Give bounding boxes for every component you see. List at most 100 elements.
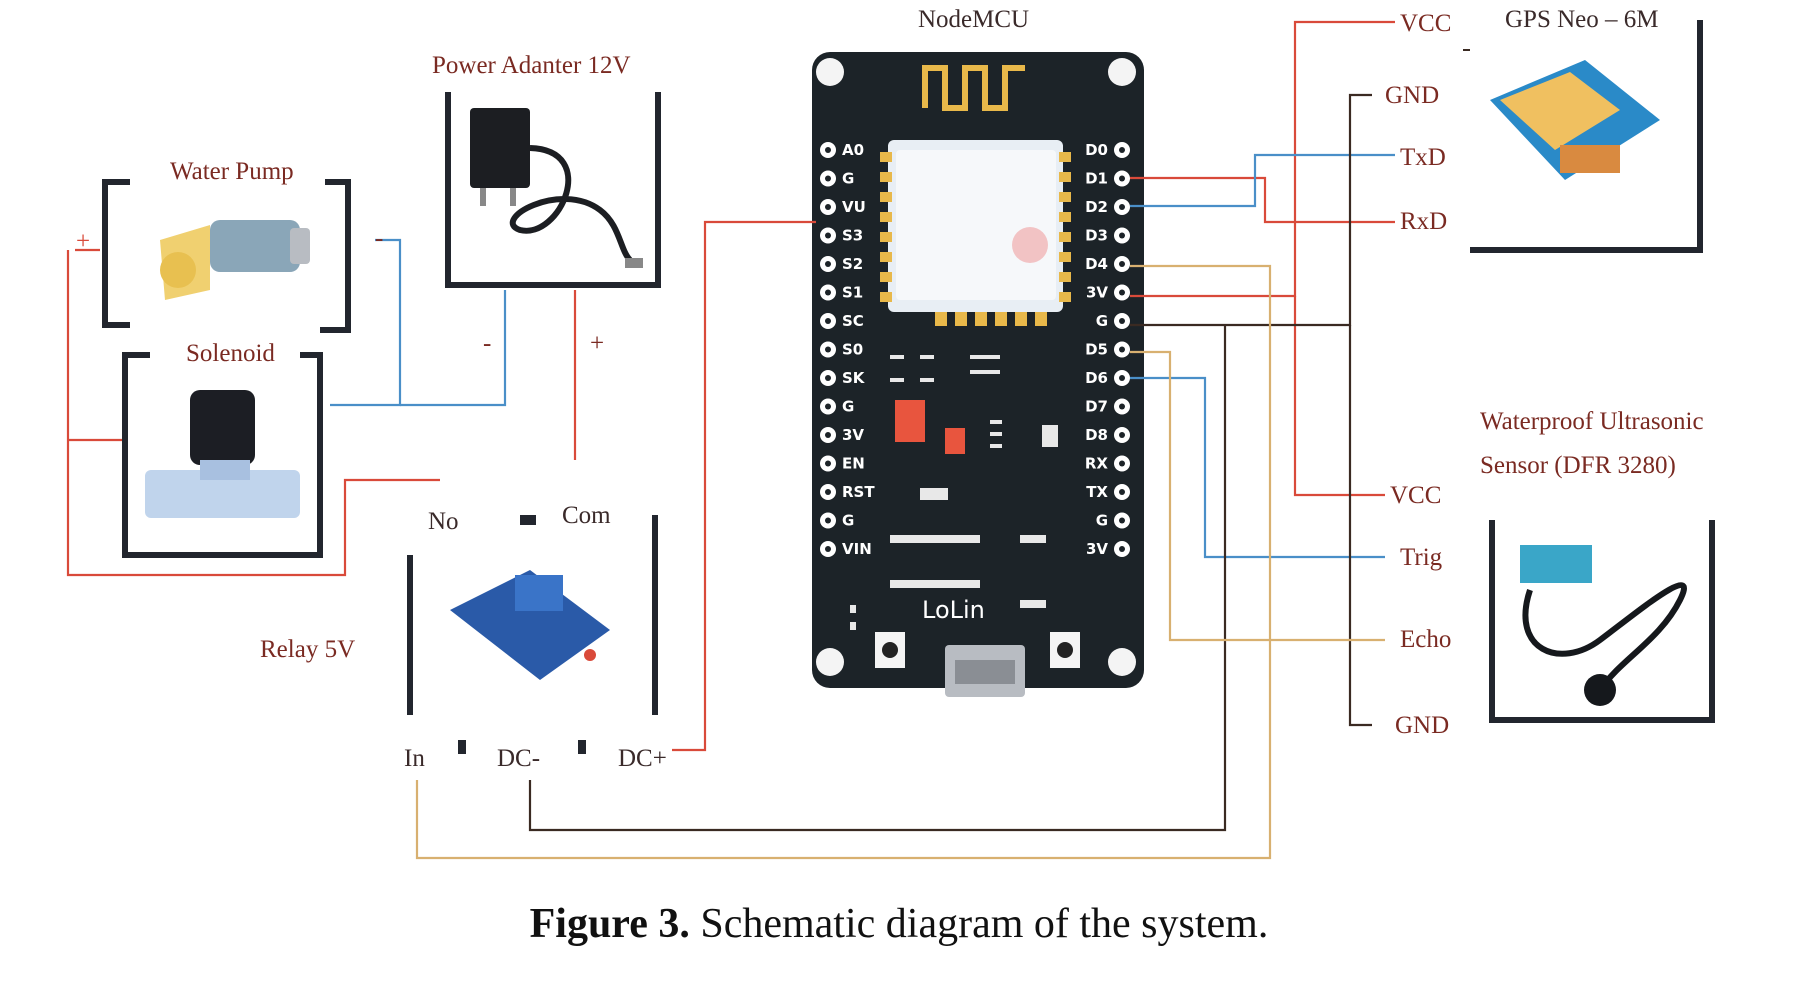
pin-dot-left-0 xyxy=(825,147,831,153)
pin-dot-right-12 xyxy=(1119,489,1125,495)
pin-dot-right-7 xyxy=(1119,346,1125,353)
pin-dot-right-8 xyxy=(1119,375,1125,381)
adapter-minus-label: - xyxy=(483,330,492,357)
pin-label-right-14: 3V xyxy=(1086,540,1108,558)
pin-dot-left-6 xyxy=(825,318,831,324)
pump-plus-label: + xyxy=(76,228,91,255)
nodemcu-title: NodeMCU xyxy=(918,6,1030,33)
pin-dot-right-6 xyxy=(1119,318,1125,324)
ultrasonic-gnd-label: GND xyxy=(1395,712,1450,739)
pin-label-left-12: RST xyxy=(842,483,875,501)
pin-dot-left-4 xyxy=(825,261,831,267)
solenoid-title: Solenoid xyxy=(186,340,275,367)
pin-dot-right-13 xyxy=(1119,517,1125,524)
pin-label-left-14: VIN xyxy=(842,540,872,558)
pump-minus-label: - xyxy=(375,225,384,252)
pin-dot-right-5 xyxy=(1119,289,1125,296)
relay-com-label: Com xyxy=(562,502,611,529)
pin-label-left-13: G xyxy=(842,512,854,530)
pin-label-right-5: 3V xyxy=(1086,284,1108,302)
relay-dc-minus-label: DC- xyxy=(497,745,541,772)
gps-gnd-label: GND xyxy=(1385,82,1440,109)
pin-dot-left-14 xyxy=(825,546,831,552)
pin-label-left-4: S2 xyxy=(842,255,863,273)
pin-label-right-6: G xyxy=(1096,312,1108,330)
pin-label-left-0: A0 xyxy=(842,141,864,159)
pin-label-left-10: 3V xyxy=(842,426,864,444)
pin-label-left-7: S0 xyxy=(842,341,863,359)
pin-dot-left-3 xyxy=(825,232,831,239)
relay-in-label: In xyxy=(404,745,425,772)
pin-label-right-8: D6 xyxy=(1085,369,1108,387)
figure-caption: Figure 3. Schematic diagram of the syste… xyxy=(0,900,1798,948)
board-brand-label: LoLin xyxy=(922,596,985,624)
pin-label-right-13: G xyxy=(1096,512,1108,530)
pin-dot-left-2 xyxy=(825,204,831,210)
ultrasonic-vcc-label: VCC xyxy=(1390,482,1442,509)
pin-dot-left-1 xyxy=(825,175,831,182)
pin-label-left-6: SC xyxy=(842,312,864,330)
pin-dot-left-10 xyxy=(825,432,831,438)
pin-dot-right-10 xyxy=(1119,432,1125,438)
ultrasonic-echo-label: Echo xyxy=(1400,626,1452,653)
pin-label-right-9: D7 xyxy=(1085,398,1108,416)
gps-title: GPS Neo – 6M xyxy=(1505,6,1659,33)
pin-label-left-9: G xyxy=(842,398,854,416)
pin-label-left-5: S1 xyxy=(842,284,863,302)
pin-dot-right-9 xyxy=(1119,403,1125,410)
pin-label-right-4: D4 xyxy=(1085,255,1108,273)
pin-dot-right-14 xyxy=(1119,546,1125,552)
adapter-plus-label: + xyxy=(590,330,605,357)
wires xyxy=(66,20,1395,860)
relay-title: Relay 5V xyxy=(260,636,356,663)
pin-dot-left-12 xyxy=(825,489,831,495)
caption-text: Schematic diagram of the system. xyxy=(689,901,1269,947)
solenoid-image xyxy=(145,390,300,518)
caption-prefix: Figure 3. xyxy=(529,901,690,947)
relay-image xyxy=(450,570,610,680)
pin-label-right-3: D3 xyxy=(1085,227,1108,245)
frames xyxy=(102,20,1715,723)
relay-dc-plus-label: DC+ xyxy=(618,745,667,772)
pin-label-left-2: VU xyxy=(842,198,866,216)
pin-label-right-11: RX xyxy=(1085,455,1109,473)
pin-label-left-11: EN xyxy=(842,455,865,473)
pin-dot-right-3 xyxy=(1119,232,1125,239)
pin-label-right-10: D8 xyxy=(1085,426,1108,444)
pin-dot-left-9 xyxy=(825,403,831,410)
pin-dot-left-11 xyxy=(825,460,831,467)
gps-module-image xyxy=(1490,60,1660,180)
pin-dot-right-0 xyxy=(1119,147,1125,153)
pin-dot-right-2 xyxy=(1119,204,1125,210)
gps-txd-label: TxD xyxy=(1400,144,1446,171)
pin-label-right-1: D1 xyxy=(1085,170,1108,188)
gps-rxd-label: RxD xyxy=(1400,208,1448,235)
water-pump-title: Water Pump xyxy=(170,158,294,185)
pin-dot-left-5 xyxy=(825,289,831,296)
pin-dot-left-7 xyxy=(825,346,831,353)
power-adapter-image xyxy=(470,108,643,268)
ultrasonic-trig-label: Trig xyxy=(1400,544,1443,571)
nodemcu-board xyxy=(812,52,1144,697)
pin-label-right-2: D2 xyxy=(1085,198,1108,216)
pin-dot-left-13 xyxy=(825,517,831,524)
pin-label-right-12: TX xyxy=(1086,483,1108,501)
pin-dot-left-8 xyxy=(825,375,831,381)
pin-label-left-8: SK xyxy=(842,369,866,387)
pin-label-left-3: S3 xyxy=(842,227,863,245)
relay-no-label: No xyxy=(428,508,459,535)
ultrasonic-title-line2: Sensor (DFR 3280) xyxy=(1480,452,1676,479)
water-pump-image xyxy=(160,220,310,300)
ultrasonic-sensor-image xyxy=(1520,545,1687,706)
ultrasonic-title-line1: Waterproof Ultrasonic xyxy=(1480,408,1704,435)
gps-vcc-label: VCC xyxy=(1400,10,1452,37)
pin-label-right-0: D0 xyxy=(1085,141,1108,159)
pin-label-right-7: D5 xyxy=(1085,341,1108,359)
pin-dot-right-4 xyxy=(1119,261,1125,267)
pin-label-left-1: G xyxy=(842,170,854,188)
power-adapter-title: Power Adanter 12V xyxy=(432,52,631,79)
